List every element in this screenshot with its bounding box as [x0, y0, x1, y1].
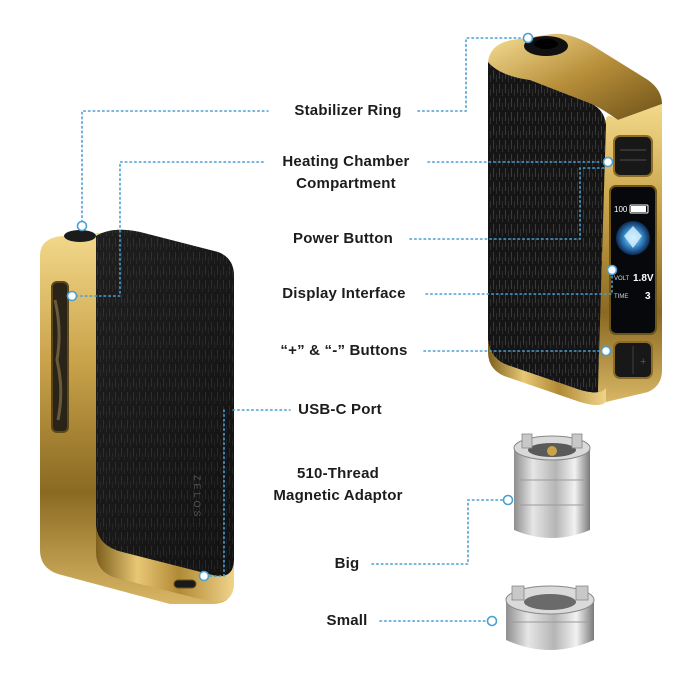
- left-device: ZELOS: [40, 229, 234, 604]
- label-heating-chamber: Heating Chamber Compartment: [262, 151, 430, 195]
- right-device-top: [488, 33, 662, 120]
- left-device-face-shade: [96, 229, 234, 577]
- label-usb-c-port: USB-C Port: [298, 401, 382, 418]
- screen-time-label: TIME: [614, 294, 628, 300]
- label-adaptor-line1: 510-Thread: [296, 465, 380, 482]
- left-device-bottom-rim: [96, 526, 234, 603]
- leader-lines: [75, 37, 613, 622]
- right-device-bottom-rim: [488, 340, 606, 405]
- label-adaptor: 510-Thread Magnetic Adaptor: [256, 463, 420, 507]
- label-power-button: Power Button: [293, 230, 393, 247]
- svg-text:+: +: [640, 356, 646, 368]
- label-heating-chamber-line1: Heating Chamber: [282, 153, 410, 170]
- big-adaptor: [513, 433, 591, 538]
- screen-volt-label: VOLT: [614, 276, 630, 282]
- label-stabilizer-ring: Stabilizer Ring: [294, 102, 402, 119]
- label-small: Small: [326, 612, 368, 629]
- callout-dots: [66, 32, 618, 627]
- label-heating-chamber-line2: Compartment: [296, 175, 396, 192]
- label-plus-minus-buttons: “+” & “-” Buttons: [280, 342, 408, 359]
- left-stabilizer-ring: [64, 230, 96, 242]
- small-adaptor: [505, 585, 595, 650]
- svg-text:ZELOS: ZELOS: [192, 475, 202, 520]
- screen-battery: 100: [614, 205, 628, 214]
- left-device-gold-frame: [40, 232, 232, 604]
- right-device-black-face: [488, 62, 606, 393]
- display-screen: [609, 185, 657, 335]
- label-adaptor-line2: Magnetic Adaptor: [273, 487, 403, 504]
- screen-volt-value: 1.8V: [633, 273, 654, 284]
- right-device: 100 VOLT 1.8V TIME 3 +: [488, 33, 662, 405]
- screen-time-value: 3: [645, 291, 651, 302]
- power-button[interactable]: [613, 135, 653, 177]
- usb-c-port-shape: [173, 579, 197, 589]
- label-display-interface: Display Interface: [282, 285, 406, 302]
- label-big: Big: [334, 555, 360, 572]
- heating-chamber-window: [51, 281, 69, 433]
